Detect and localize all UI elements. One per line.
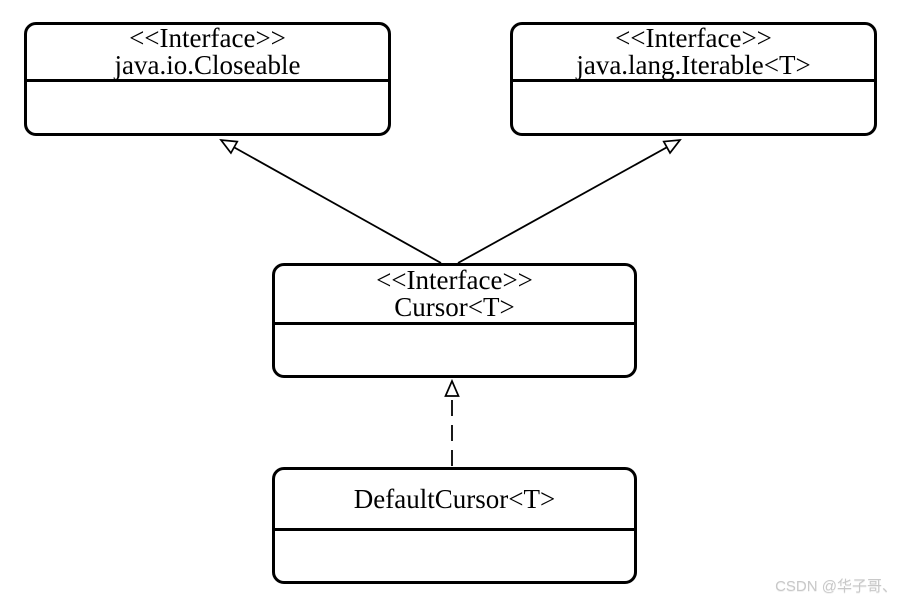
class-box-closeable-title: <<Interface>> java.io.Closeable (27, 25, 388, 82)
class-box-iterable: <<Interface>> java.lang.Iterable<T> (510, 22, 877, 136)
generalization-cursor-to-closeable (219, 138, 442, 264)
class-box-cursor-title: <<Interface>> Cursor<T> (275, 266, 634, 325)
class-box-iterable-title: <<Interface>> java.lang.Iterable<T> (513, 25, 874, 82)
stereotype-label: <<Interface>> (376, 265, 533, 295)
class-box-defaultcursor-title: DefaultCursor<T> (275, 470, 634, 531)
class-box-iterable-members (513, 82, 874, 133)
class-name: Cursor<T> (394, 292, 515, 322)
stereotype-label: <<Interface>> (129, 23, 286, 53)
class-name: java.io.Closeable (114, 50, 301, 80)
class-name: DefaultCursor<T> (353, 483, 556, 514)
csdn-watermark: CSDN @华子哥、 (775, 578, 897, 595)
generalization-cursor-to-iterable (457, 138, 682, 264)
stereotype-label: <<Interface>> (615, 23, 772, 53)
class-box-cursor: <<Interface>> Cursor<T> (272, 263, 637, 378)
class-box-defaultcursor: DefaultCursor<T> (272, 467, 637, 584)
class-box-defaultcursor-members (275, 531, 634, 581)
class-box-closeable: <<Interface>> java.io.Closeable (24, 22, 391, 136)
class-box-cursor-members (275, 325, 634, 375)
class-box-closeable-members (27, 82, 388, 133)
class-name: java.lang.Iterable<T> (576, 50, 811, 80)
